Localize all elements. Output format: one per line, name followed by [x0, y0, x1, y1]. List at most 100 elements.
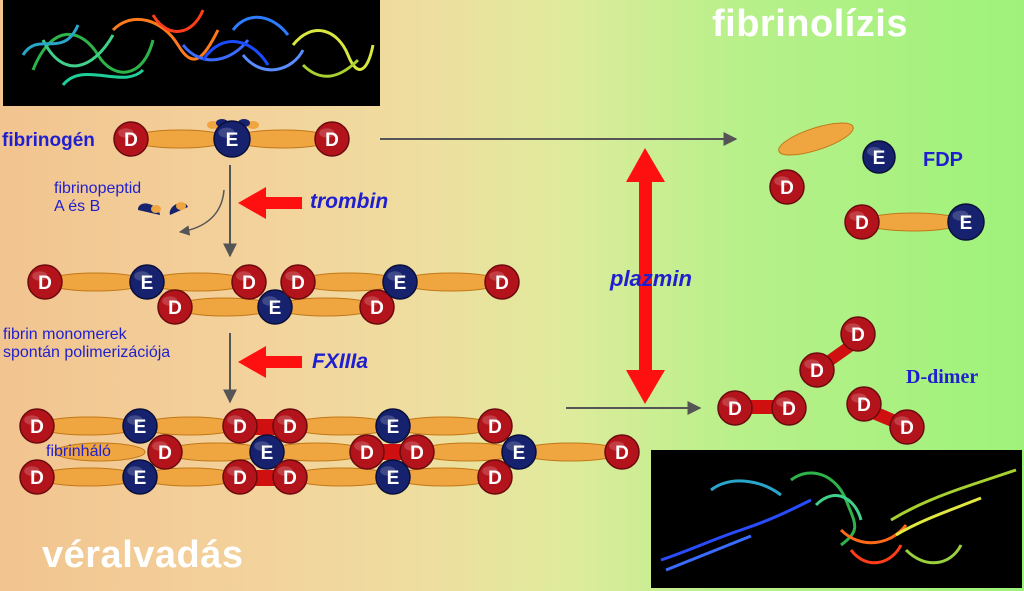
d-domain-bead: D — [769, 169, 805, 205]
protein-ribbon-icon — [21, 9, 375, 87]
fxiiia-arrow — [238, 346, 302, 378]
fdp-rod — [778, 122, 854, 156]
fibrin-rod — [54, 442, 146, 462]
d-domain-label: D — [168, 298, 182, 319]
d-domain-label: D — [857, 395, 871, 416]
d-domain-bead: D — [477, 459, 513, 495]
e-domain-label: E — [261, 443, 274, 464]
e-domain-bead: E — [382, 264, 418, 300]
e-domain-label: E — [960, 213, 973, 234]
d-domain-bead: D — [484, 264, 520, 300]
d-domain-bead: D — [113, 121, 149, 157]
fibrinopeptide-label-line1: fibrinopeptid — [54, 180, 142, 197]
d-domain-bead: D — [19, 408, 55, 444]
d-domain-label: D — [728, 399, 742, 420]
d-domain-label: D — [615, 443, 629, 464]
e-domain-label: E — [226, 130, 239, 151]
d-domain-label: D — [495, 273, 509, 294]
d-domain-bead: D — [157, 289, 193, 325]
d-domain-label: D — [855, 213, 869, 234]
d-domain-label: D — [900, 418, 914, 439]
fibrinopeptide-label: fibrinopeptid A és B — [54, 180, 141, 217]
fibrinogen-label: fibrinogén — [2, 130, 95, 151]
d-domain-label: D — [410, 443, 424, 464]
e-domain-bead: E — [249, 434, 285, 470]
d-domain-bead: D — [222, 459, 258, 495]
d-domain-label: D — [810, 361, 824, 382]
coagulation-title: véralvadás — [42, 534, 244, 576]
d-domain-label: D — [233, 417, 247, 438]
e-domain-label: E — [141, 273, 154, 294]
d-domain-bead: D — [846, 386, 882, 422]
e-domain-bead: E — [375, 459, 411, 495]
d-domain-label: D — [291, 273, 305, 294]
d-domain-label: D — [488, 468, 502, 489]
d-domain-label: D — [30, 468, 44, 489]
e-domain-label: E — [134, 417, 147, 438]
d-domain-bead: D — [799, 352, 835, 388]
d-domain-bead: D — [222, 408, 258, 444]
d-domain-label: D — [38, 273, 52, 294]
e-domain-bead: E — [947, 203, 985, 241]
d-domain-label: D — [242, 273, 256, 294]
protein-structure-image-bottom — [651, 450, 1022, 588]
monomers-label-line2: spontán polimerizációja — [3, 344, 171, 362]
d-domain-bead: D — [280, 264, 316, 300]
d-dimer-label: D-dimer — [906, 366, 979, 388]
monomers-label: fibrin monomerek spontán polimerizációja — [3, 326, 170, 363]
d-domain-bead: D — [272, 459, 308, 495]
d-domain-bead: D — [359, 289, 395, 325]
d-domain-bead: D — [399, 434, 435, 470]
protein-structure-image-top — [3, 0, 380, 106]
e-domain-label: E — [394, 273, 407, 294]
e-domain-bead: E — [862, 140, 896, 174]
d-domain-label: D — [370, 298, 384, 319]
fdp-label: FDP — [923, 149, 963, 171]
fxiiia-label: FXIIIa — [312, 350, 369, 373]
e-domain-bead: E — [129, 264, 165, 300]
e-domain-bead: E — [375, 408, 411, 444]
e-domain-bead: E — [213, 120, 251, 158]
thrombin-label: trombin — [310, 190, 389, 213]
plasmin-double-arrow — [626, 148, 665, 404]
fibrinolysis-title: fibrinolízis — [712, 3, 908, 45]
d-domain-label: D — [30, 417, 44, 438]
fibrinopeptide-label-line2: A és B — [54, 198, 101, 216]
e-domain-bead: E — [501, 434, 537, 470]
d-domain-bead: D — [840, 316, 876, 352]
d-domain-bead: D — [771, 390, 807, 426]
e-domain-label: E — [387, 468, 400, 489]
d-domain-bead: D — [147, 434, 183, 470]
d-domain-label: D — [780, 178, 794, 199]
fibrinopeptide-icon — [137, 202, 188, 215]
d-domain-bead: D — [349, 434, 385, 470]
d-domain-bead: D — [272, 408, 308, 444]
d-domain-label: D — [782, 399, 796, 420]
d-domain-label: D — [360, 443, 374, 464]
d-domain-bead: D — [231, 264, 267, 300]
d-domain-bead: D — [19, 459, 55, 495]
e-domain-label: E — [513, 443, 526, 464]
d-domain-bead: D — [844, 204, 880, 240]
monomers-label-line1: fibrin monomerek — [3, 326, 127, 343]
e-domain-bead: E — [122, 408, 158, 444]
d-domain-bead: D — [889, 409, 925, 445]
e-domain-bead: E — [257, 289, 293, 325]
e-domain-bead: E — [122, 459, 158, 495]
thrombin-arrow — [238, 187, 302, 219]
d-domain-label: D — [488, 417, 502, 438]
rod-layer — [36, 122, 964, 487]
d-domain-label: D — [851, 325, 865, 346]
protein-helix-icon — [660, 468, 1017, 572]
e-domain-label: E — [269, 298, 282, 319]
d-domain-label: D — [233, 468, 247, 489]
arrow-fibrinopeptide-release — [178, 189, 225, 236]
d-domain-bead: D — [477, 408, 513, 444]
d-domain-label: D — [283, 468, 297, 489]
e-domain-label: E — [387, 417, 400, 438]
e-domain-label: E — [873, 148, 886, 169]
d-domain-label: D — [283, 417, 297, 438]
